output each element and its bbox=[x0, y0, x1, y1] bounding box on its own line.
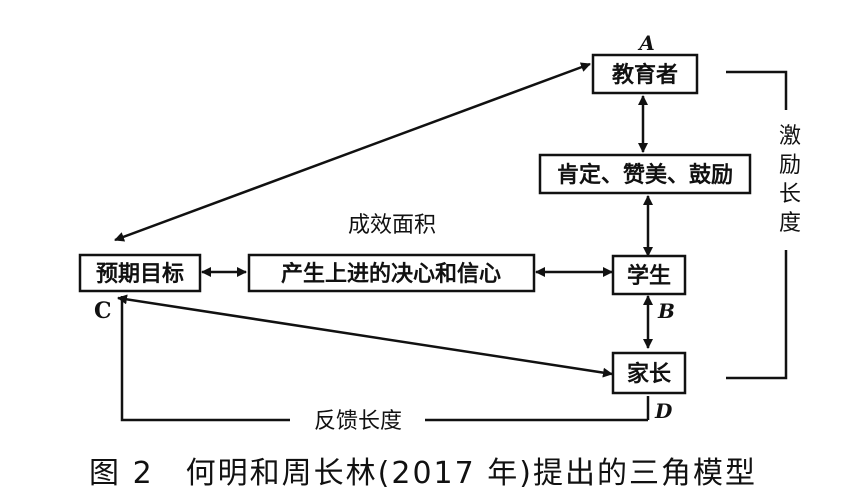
node-praise-label: 肯定、赞美、鼓励 bbox=[557, 162, 733, 188]
feedback-length-line-left bbox=[120, 296, 290, 422]
incentive-label-char-1: 激 bbox=[779, 124, 801, 149]
vertex-label-c: C bbox=[94, 298, 112, 324]
node-parent: 家长 bbox=[611, 351, 687, 395]
node-goal-label: 预期目标 bbox=[96, 261, 184, 287]
vertex-label-d: D bbox=[654, 399, 673, 423]
vertex-label-a: A bbox=[637, 31, 655, 55]
incentive-label-char-3: 长 bbox=[779, 182, 801, 207]
node-educator-label: 教育者 bbox=[612, 62, 678, 88]
node-determination: 产生上进的决心和信心 bbox=[247, 253, 536, 293]
incentive-label-char-4: 度 bbox=[779, 211, 801, 236]
figure-caption: 图 2 何明和周长林(2017 年)提出的三角模型 bbox=[89, 456, 757, 491]
node-student-label: 学生 bbox=[627, 263, 671, 289]
node-goal: 预期目标 bbox=[78, 253, 202, 293]
incentive-length-bracket-bottom bbox=[726, 250, 788, 380]
node-praise: 肯定、赞美、鼓励 bbox=[538, 153, 752, 195]
node-student: 学生 bbox=[611, 254, 687, 296]
arrow-goal-to-educator bbox=[114, 62, 591, 242]
feedback-label: 反馈长度 bbox=[314, 409, 402, 434]
area-label: 成效面积 bbox=[348, 213, 436, 238]
node-educator: 教育者 bbox=[591, 53, 699, 95]
incentive-label-char-2: 励 bbox=[779, 153, 801, 178]
node-determination-label: 产生上进的决心和信心 bbox=[281, 261, 501, 287]
arrow-goal-to-parent bbox=[117, 294, 613, 378]
node-parent-label: 家长 bbox=[627, 361, 672, 387]
vertex-label-b: B bbox=[657, 299, 675, 323]
incentive-length-bracket-top bbox=[726, 70, 788, 110]
